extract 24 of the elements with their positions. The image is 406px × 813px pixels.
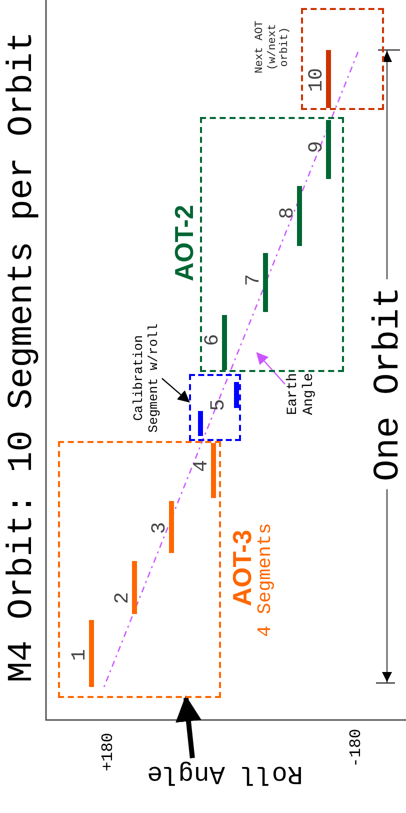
- segment-number: 6: [202, 333, 224, 348]
- segment-number: 7: [242, 273, 266, 288]
- callout-text: Calibration Segment w/roll: [132, 322, 162, 435]
- segment-number: 8: [276, 206, 300, 222]
- diagram-title: M4 Orbit: 10 Segments per Orbit: [2, 30, 42, 685]
- arrow: [162, 378, 190, 403]
- callout-text: Next AOT (w/next orbit): [254, 20, 292, 76]
- axis-title: Roll Angle: [146, 758, 304, 788]
- arrow: [176, 695, 202, 758]
- segment-number: 5: [208, 398, 230, 414]
- arrow: [256, 352, 286, 384]
- segment-number: 10: [306, 67, 328, 94]
- segment-number: 4: [190, 459, 214, 474]
- axis-tick-label: +180: [98, 732, 118, 774]
- group-title: AOT-2: [170, 204, 200, 284]
- axis-tick-label: -180: [346, 728, 366, 770]
- segment-number: 3: [148, 521, 172, 536]
- callout-text: Earth Angle: [284, 372, 318, 417]
- segment-number: 2: [112, 591, 134, 606]
- group-title: AOT-3: [228, 530, 258, 606]
- segment-number: 9: [306, 140, 328, 156]
- group-subtitle: 4 Segments: [255, 522, 277, 640]
- segment-number: 1: [68, 648, 92, 664]
- calibration-box: [189, 374, 241, 441]
